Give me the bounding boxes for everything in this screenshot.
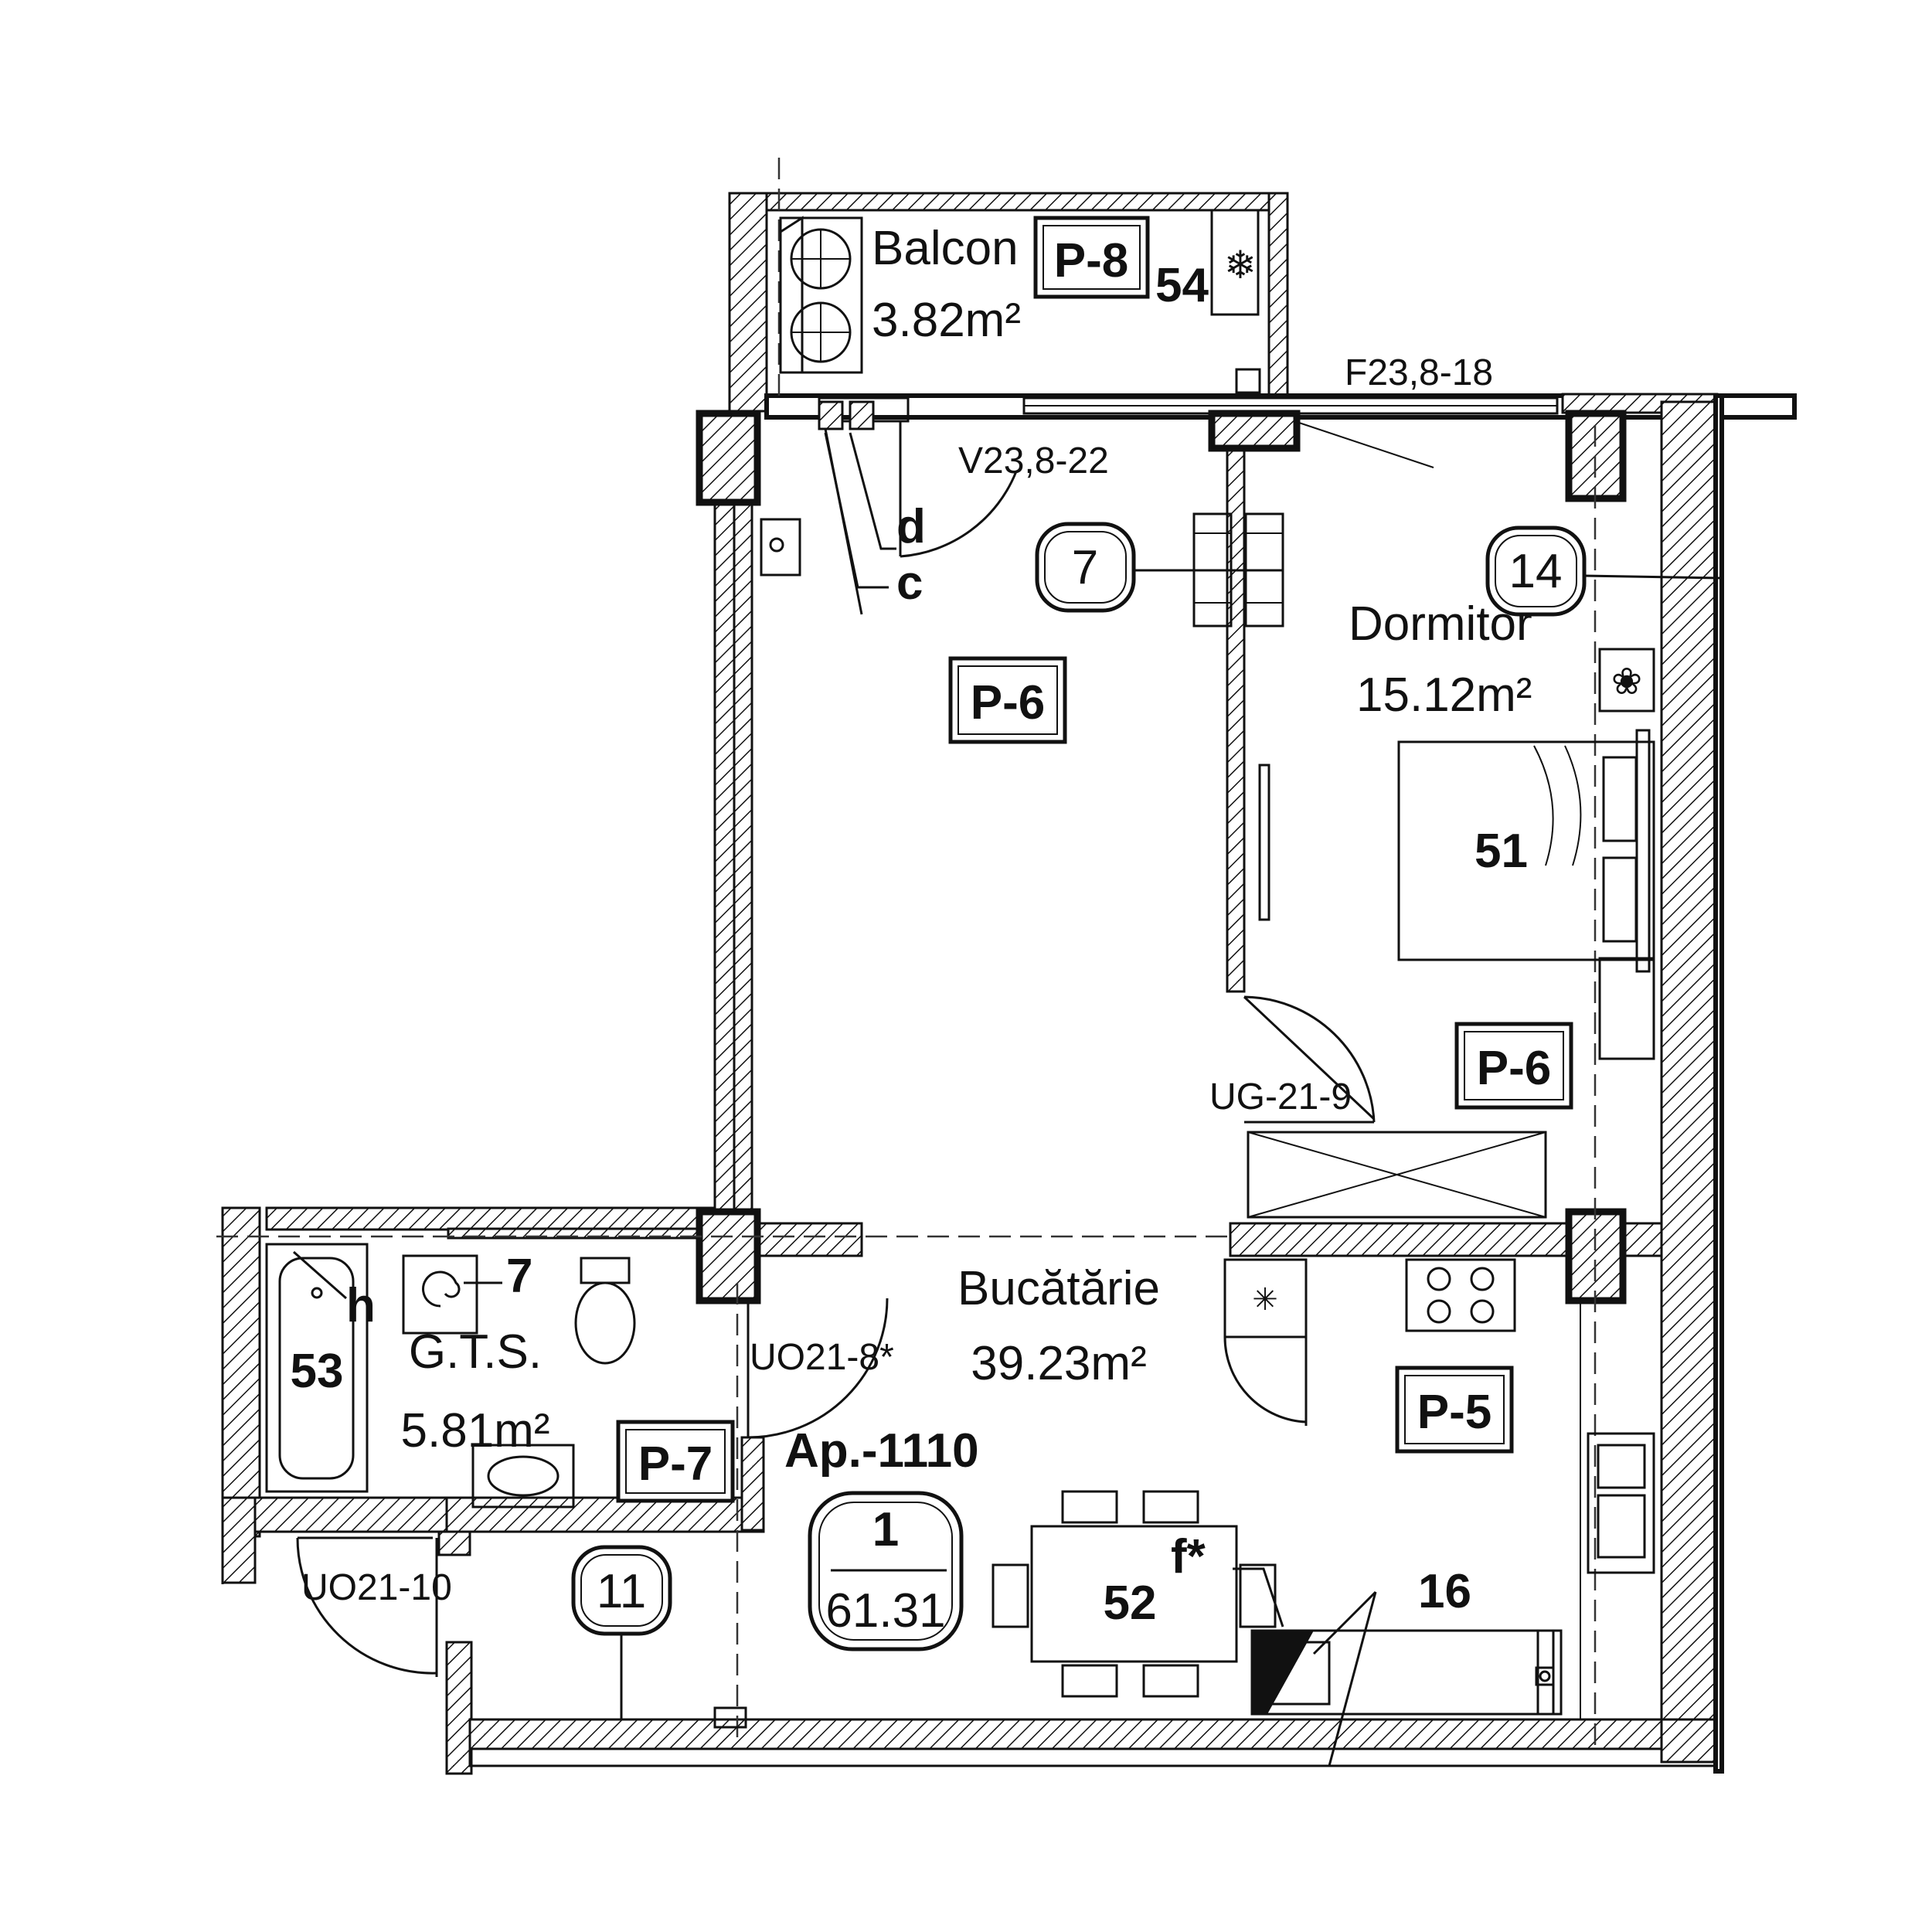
furniture-tag-54: 54	[1155, 259, 1209, 312]
marker-f: f*	[1171, 1530, 1206, 1583]
toilet	[574, 1257, 636, 1365]
furniture-tag-53: 53	[291, 1345, 344, 1398]
furniture-tag-52: 52	[1104, 1577, 1157, 1630]
room-area-bucatarie: 39.23m²	[971, 1337, 1146, 1390]
svg-text:P-7: P-7	[638, 1437, 713, 1491]
door-bedroom[interactable]	[1243, 995, 1376, 1124]
marker-c: c	[896, 556, 923, 610]
svg-text:P-6: P-6	[1477, 1042, 1551, 1095]
room-name-balcon: Balcon	[872, 222, 1019, 275]
marker-7: 7	[506, 1250, 532, 1303]
svg-text:P-5: P-5	[1417, 1386, 1492, 1439]
tag-p5: P-5	[1395, 1366, 1514, 1454]
window-balcony-label: V23,8-22	[958, 440, 1109, 481]
circle-tag-7: 7	[1035, 522, 1136, 613]
tv-panel	[1258, 764, 1270, 921]
washbasin	[471, 1444, 575, 1509]
kitchen-fridge	[1250, 1629, 1563, 1716]
room-area-dormitor: 15.12m²	[1356, 668, 1532, 722]
apartment-label: Ap.-1110	[784, 1424, 979, 1478]
floor-fixtures: ✳	[713, 518, 1555, 1729]
living-chairs	[1132, 512, 1284, 628]
tag-p6-bedroom: P-6	[1454, 1022, 1573, 1110]
bedroom-wardrobe	[1247, 1131, 1547, 1219]
marker-h: h	[346, 1279, 376, 1332]
svg-text:1: 1	[872, 1503, 899, 1556]
circle-tag-14: 14	[1485, 526, 1720, 617]
svg-text:14: 14	[1509, 545, 1563, 598]
apartment-badge: 1 61.31	[808, 1491, 964, 1651]
svg-text:61.31: 61.31	[825, 1584, 945, 1638]
window-bedroom-label: F23,8-18	[1345, 352, 1493, 393]
furniture-tag-51: 51	[1475, 825, 1528, 878]
dining-table	[992, 1490, 1277, 1698]
tag-p8: P-8	[1033, 216, 1150, 299]
door-entry[interactable]	[296, 1536, 438, 1677]
room-area-gts: 5.81m²	[401, 1404, 550, 1458]
door-kitchen-cabinet	[1223, 1258, 1308, 1426]
door-bath-label: UO21-8*	[750, 1337, 894, 1378]
kitchen-cooktop	[1405, 1258, 1516, 1332]
svg-text:7: 7	[1072, 541, 1098, 594]
svg-text:P-8: P-8	[1054, 234, 1128, 287]
svg-text:P-6: P-6	[971, 676, 1045, 730]
marker-16: 16	[1418, 1565, 1471, 1618]
door-bath[interactable]	[747, 1298, 889, 1439]
bedroom-bed	[1397, 729, 1655, 973]
balcony-ac-units	[779, 216, 863, 374]
room-area-balcon: 3.82m²	[872, 294, 1021, 347]
asterisk-icon: ✳	[1252, 1283, 1278, 1317]
balcony-heater: ❄	[1210, 209, 1261, 394]
columns	[696, 410, 1627, 1304]
room-name-dormitor: Dormitor	[1349, 597, 1532, 651]
reference-lines	[216, 155, 1597, 1747]
bedroom-nightstand: ❀	[1598, 648, 1655, 1060]
window-bedroom[interactable]	[1022, 396, 1559, 468]
bathtub	[265, 1243, 369, 1493]
flower-icon: ❀	[1611, 662, 1642, 702]
room-name-bucatarie: Bucătărie	[957, 1262, 1160, 1315]
leader-lines	[293, 432, 1377, 1767]
svg-text:11: 11	[597, 1565, 646, 1618]
washing-machine	[402, 1254, 478, 1335]
circle-tag-11: 11	[571, 1545, 672, 1719]
door-bedroom-label: UG-21-9	[1209, 1077, 1352, 1117]
walls	[221, 192, 1797, 1775]
tag-p7: P-7	[616, 1420, 735, 1503]
door-entry-label: UO21-10	[301, 1567, 452, 1608]
tag-p6-living: P-6	[948, 656, 1067, 744]
kitchen-sink	[1587, 1432, 1655, 1574]
snowflake-icon: ❄	[1224, 243, 1257, 287]
marker-d: d	[896, 500, 926, 553]
room-name-gts: G.T.S.	[409, 1325, 542, 1379]
